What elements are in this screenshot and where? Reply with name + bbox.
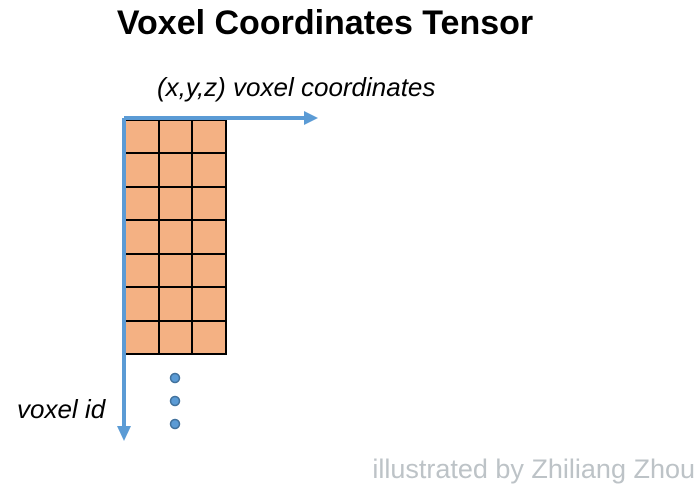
voxel-grid-cell (125, 186, 159, 221)
ellipsis-dot-icon (169, 418, 181, 430)
voxel-grid-cell (125, 120, 159, 154)
voxel-grid-cell (192, 186, 226, 221)
y-axis-label: voxel id (17, 394, 106, 424)
voxel-grid-cell (158, 120, 193, 154)
voxel-grid-cell (158, 253, 193, 288)
ellipsis-dot-icon (169, 395, 181, 407)
voxel-grid-cell (158, 220, 193, 254)
voxel-grid-cell (158, 287, 193, 321)
voxel-grid-cell (158, 320, 193, 354)
voxel-grid-cell (125, 320, 159, 354)
voxel-grid (124, 119, 227, 355)
voxel-grid-cell (125, 253, 159, 288)
voxel-grid-cell (192, 120, 226, 154)
ellipsis-dots-icon (169, 372, 181, 430)
watermark-credit: illustrated by Zhiliang Zhou (372, 454, 695, 484)
voxel-grid-cell (192, 320, 226, 354)
voxel-grid-cell (192, 253, 226, 288)
voxel-grid-cell (125, 153, 159, 187)
voxel-grid-cell (125, 287, 159, 321)
page-title: Voxel Coordinates Tensor (116, 4, 534, 42)
voxel-grid-cell (158, 186, 193, 221)
voxel-grid-cell (192, 220, 226, 254)
ellipsis-dot-icon (169, 372, 181, 384)
x-axis-label: (x,y,z) voxel coordinates (157, 72, 436, 102)
voxel-grid-cell (192, 153, 226, 187)
voxel-grid-cell (192, 287, 226, 321)
voxel-grid-cell (125, 220, 159, 254)
voxel-grid-cell (158, 153, 193, 187)
